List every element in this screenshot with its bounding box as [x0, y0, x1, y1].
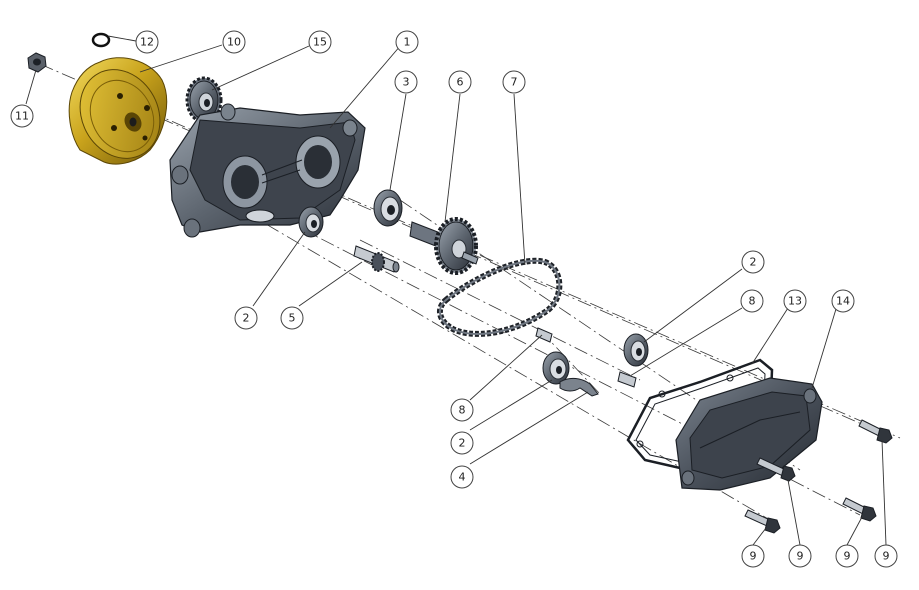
lever-part-4	[559, 377, 599, 397]
balloon-2-right: 2	[741, 250, 765, 274]
leader-lines	[25, 35, 887, 546]
bearing-part-2-left	[298, 206, 324, 238]
cover-part-14	[675, 377, 823, 491]
svg-text:5: 5	[289, 312, 296, 325]
svg-text:13: 13	[788, 295, 802, 308]
balloon-9-c: 9	[835, 544, 859, 568]
nut-part-11	[27, 52, 47, 73]
balloon-labels: 12 10 15 1 11 3 6 7 2 5 2 8 13 14 8 2 4 …	[10, 30, 898, 568]
balloon-8-lower: 8	[450, 398, 474, 422]
svg-text:6: 6	[457, 76, 464, 89]
svg-text:4: 4	[459, 471, 466, 484]
balloon-5: 5	[280, 306, 304, 330]
balloon-2-lower: 2	[450, 431, 474, 455]
svg-text:12: 12	[140, 36, 154, 49]
svg-text:2: 2	[459, 437, 466, 450]
svg-text:9: 9	[883, 550, 890, 563]
balloon-14: 14	[831, 289, 855, 313]
balloon-9-d: 9	[874, 544, 898, 568]
svg-text:2: 2	[243, 312, 250, 325]
chain-part-7	[436, 257, 563, 337]
retaining-ring-part-12	[91, 32, 111, 48]
pin-part-8-left	[535, 327, 553, 343]
svg-text:9: 9	[750, 550, 757, 563]
svg-text:7: 7	[511, 76, 518, 89]
balloon-7: 7	[502, 70, 526, 94]
bolt-part-9-long	[756, 457, 796, 482]
bearing-part-2-right	[623, 333, 649, 367]
balloon-15: 15	[308, 30, 332, 54]
balloon-9-b: 9	[788, 544, 812, 568]
balloon-4: 4	[450, 465, 474, 489]
balloon-2-left: 2	[234, 306, 258, 330]
bolt-part-9-bottom-left	[744, 509, 781, 534]
svg-text:11: 11	[15, 110, 29, 123]
bearing-part-3	[373, 189, 403, 227]
shaft-part-5	[353, 245, 400, 273]
sprocket-part-15	[185, 76, 223, 124]
balloon-1: 1	[395, 30, 419, 54]
svg-text:8: 8	[459, 404, 466, 417]
svg-text:10: 10	[227, 36, 241, 49]
bearing-part-2-lower	[542, 351, 570, 385]
sprocket-shaft-part-6	[409, 217, 479, 275]
housing-part-1	[169, 103, 366, 238]
balloon-13: 13	[783, 289, 807, 313]
balloon-11: 11	[10, 104, 34, 128]
balloon-12: 12	[135, 30, 159, 54]
balloon-6: 6	[448, 70, 472, 94]
balloon-3: 3	[394, 70, 418, 94]
svg-text:14: 14	[836, 295, 850, 308]
svg-text:15: 15	[313, 36, 327, 49]
flywheel-part-10	[68, 57, 168, 165]
balloon-8-right: 8	[740, 289, 764, 313]
balloon-10: 10	[222, 30, 246, 54]
svg-text:3: 3	[403, 76, 410, 89]
balloon-9-a: 9	[741, 544, 765, 568]
bolt-part-9-top-right	[858, 419, 893, 444]
svg-text:2: 2	[750, 256, 757, 269]
bolt-part-9-bottom-right	[842, 497, 877, 522]
svg-text:9: 9	[844, 550, 851, 563]
svg-text:8: 8	[749, 295, 756, 308]
svg-text:9: 9	[797, 550, 804, 563]
svg-text:1: 1	[404, 36, 411, 49]
